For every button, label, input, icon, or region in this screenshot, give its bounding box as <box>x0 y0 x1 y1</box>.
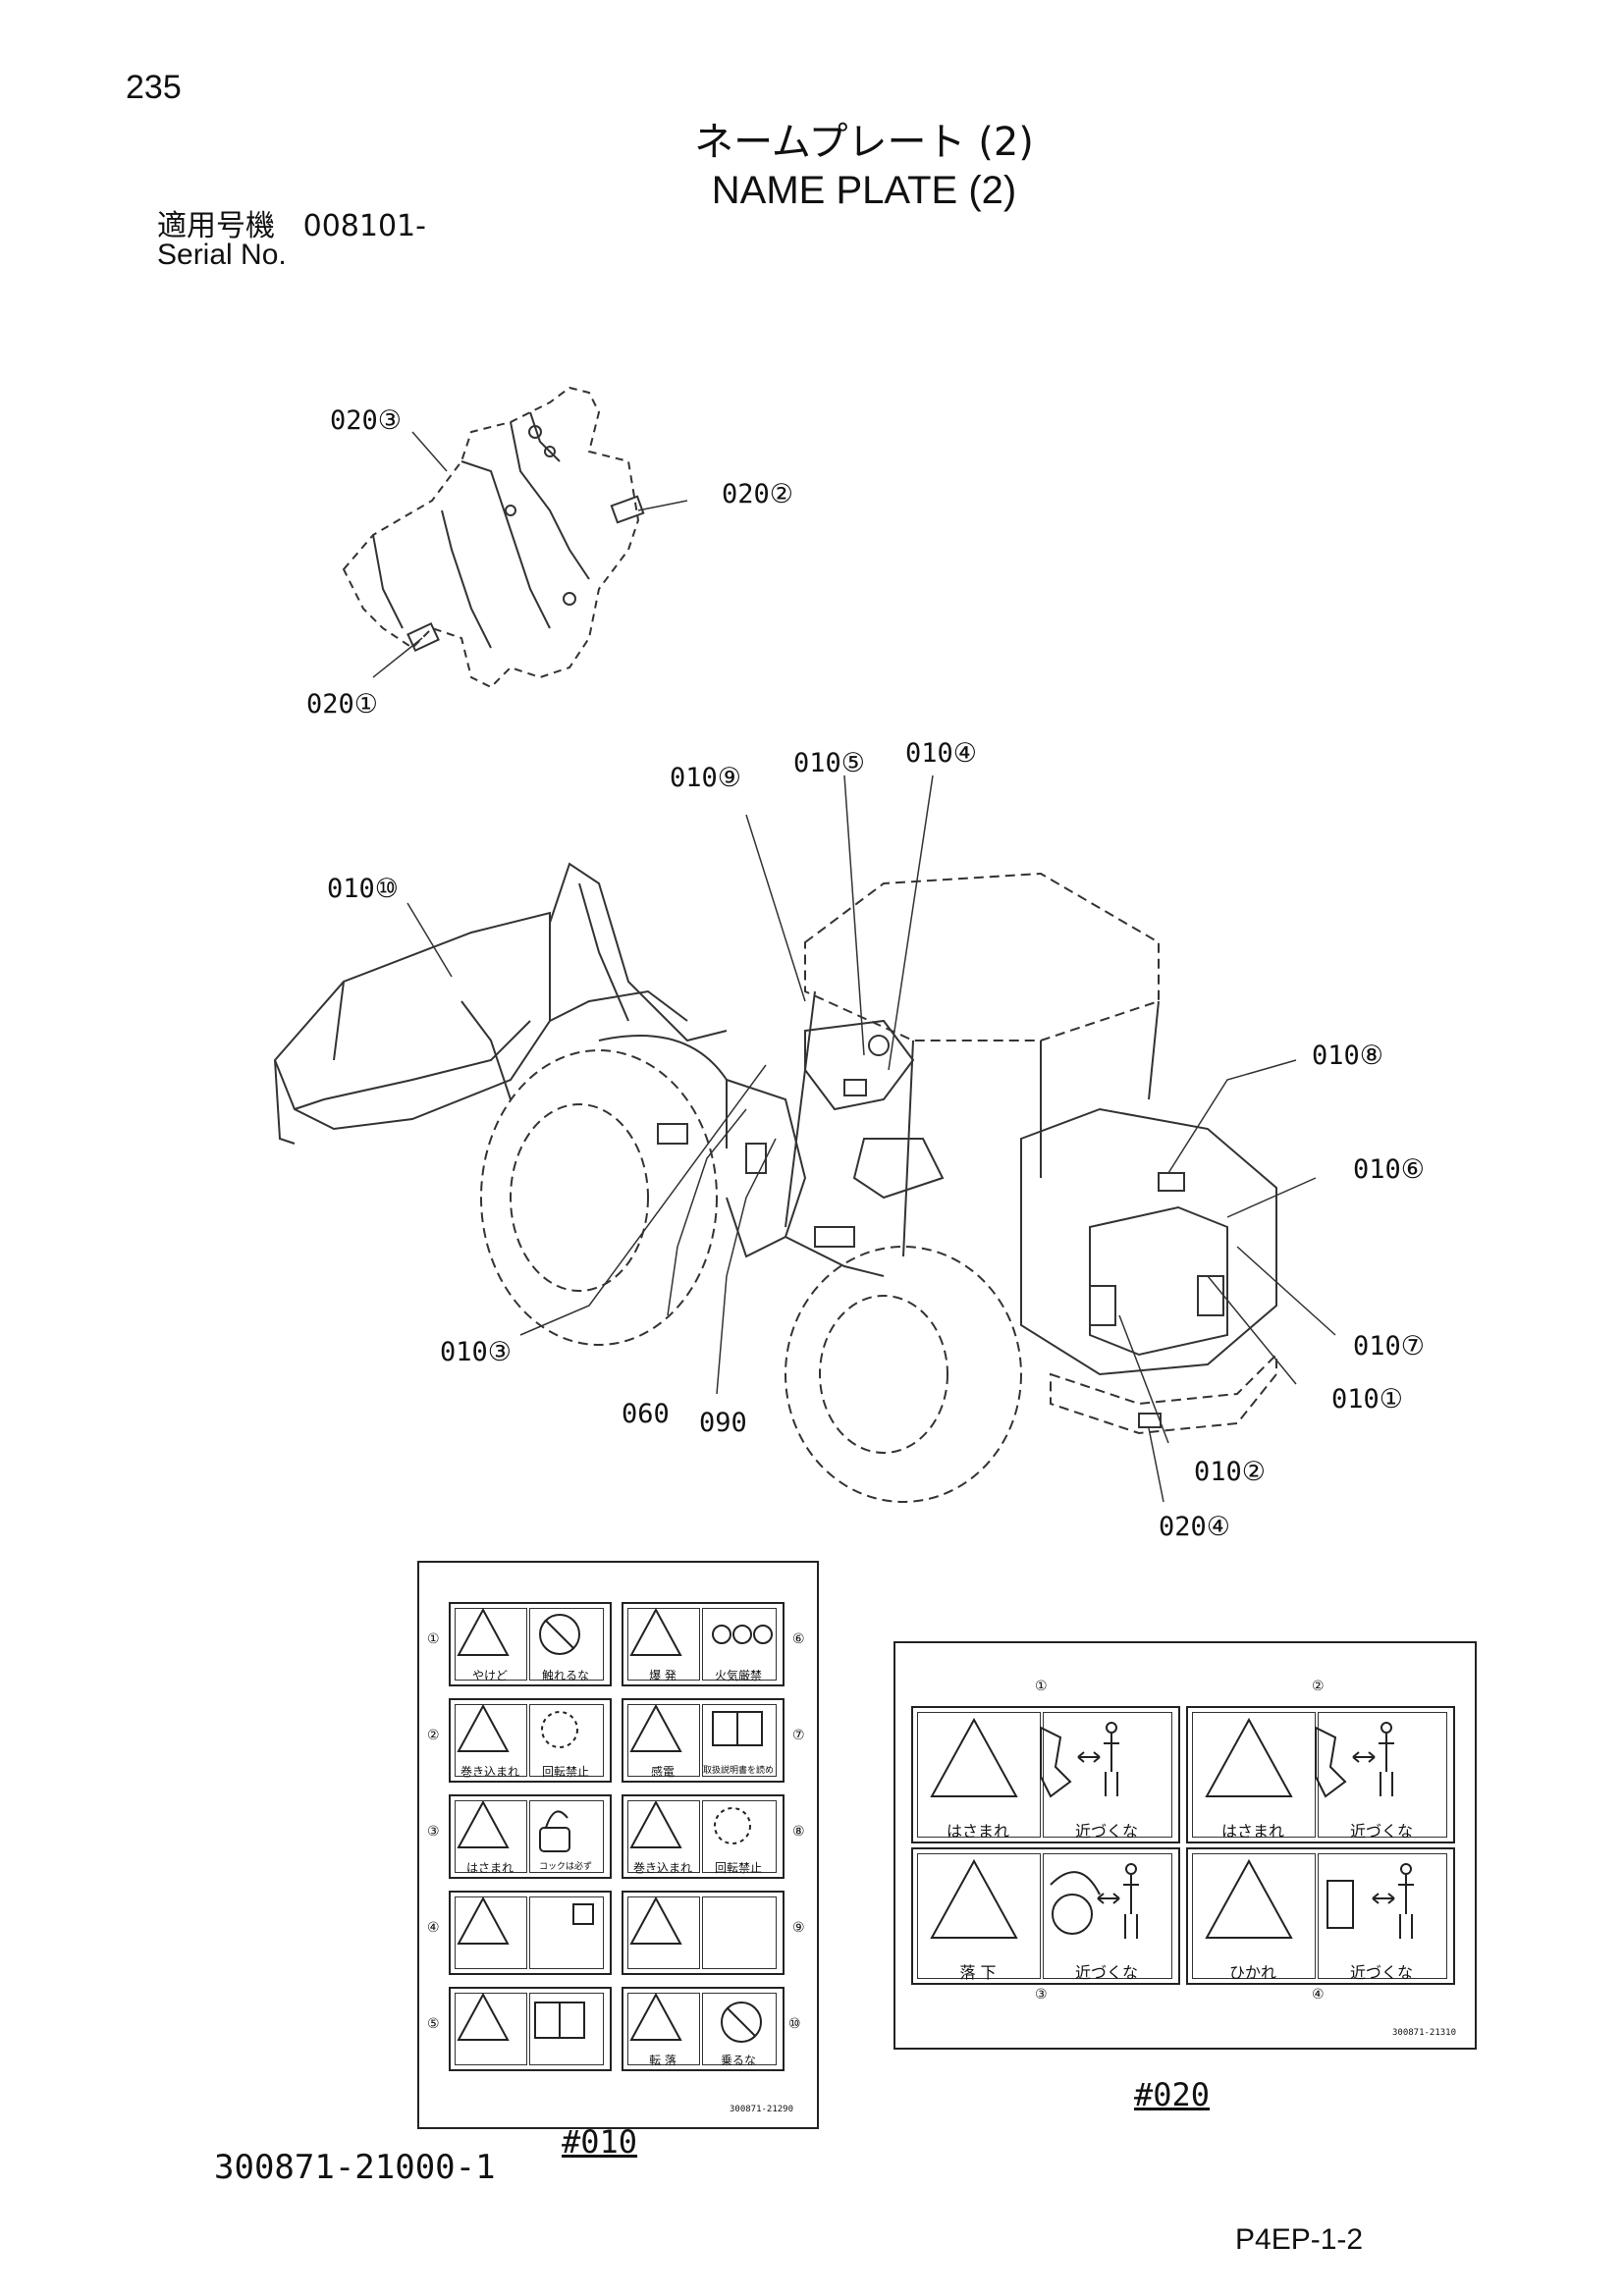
sheet010-num-10: ⑩ <box>788 2016 801 2032</box>
sheet010-num-3: ③ <box>427 1824 440 1840</box>
sheet010-label-10: 転 落 乗るな <box>622 1987 785 2071</box>
sheet010-num-1: ① <box>427 1631 440 1647</box>
sheet010-num-7: ⑦ <box>792 1728 805 1743</box>
machine-joint-icon <box>1040 1726 1354 1935</box>
sheet010-tag: #010 <box>562 2123 638 2161</box>
callout-010-5: 010⑤ <box>793 748 865 778</box>
callout-020-4: 020④ <box>1159 1512 1230 1542</box>
sheet010-label-2-caption-b: 回転禁止 <box>541 1765 589 1779</box>
callout-090: 090 <box>699 1408 747 1438</box>
sheet010-num-5: ⑤ <box>427 2016 440 2032</box>
callout-010-9: 010⑨ <box>670 763 741 793</box>
sheet020-num-4: ④ <box>1312 1987 1325 2002</box>
sheet010-label-6-caption-a: 爆 発 <box>649 1669 677 1682</box>
sheet020-code: 300871-21310 <box>1392 2028 1457 2038</box>
sheet010-num-4: ④ <box>427 1920 440 1936</box>
callout-010-2: 010② <box>1194 1457 1266 1487</box>
sheet010-label-1-caption-b: 触れるな <box>541 1669 589 1682</box>
wheel-loader-drawing <box>273 774 1336 1503</box>
sheet010-num-9: ⑨ <box>792 1920 805 1936</box>
sheet010-label-10-caption-a: 転 落 <box>649 2054 677 2067</box>
page-code: P4EP-1-2 <box>1235 2223 1364 2256</box>
sheet020-label-2-caption-a: はさまれ <box>1220 1822 1284 1841</box>
sheet020-label-4-caption-b: 近づくな <box>1349 1963 1413 1982</box>
sheet020-label-3-caption-b: 近づくな <box>1074 1963 1138 1982</box>
sheet020-num-3: ③ <box>1035 1987 1048 2002</box>
sheet010-label-3: はさまれ コックは必ず <box>449 1794 612 1879</box>
sheet020-label-1-caption-a: はさまれ <box>946 1822 1009 1841</box>
double-arrow-icon <box>1077 1751 1395 1904</box>
sheet020-label-1: はさまれ 近づくな <box>911 1706 1180 1843</box>
callout-010-1: 010① <box>1331 1384 1403 1415</box>
callout-020-1: 020① <box>306 689 378 720</box>
sheet020-label-3: 落 下 近づくな <box>911 1847 1180 1985</box>
label-sheet-020: ① ② はさまれ 近づくな はさまれ 近づくな 落 下 近づくな ひかれ 近づく… <box>893 1641 1477 2050</box>
serial-value: 008101- <box>302 209 426 243</box>
sheet010-code: 300871-21290 <box>730 2105 794 2114</box>
sheet010-label-3-caption-b: コックは必ず <box>538 1862 592 1872</box>
warning-triangle-icon <box>930 1717 1293 1939</box>
page-number: 235 <box>126 69 182 106</box>
sheet010-label-6: 爆 発 火気厳禁 <box>622 1602 785 1686</box>
sheet010-label-2-caption-a: 巻き込まれ <box>460 1765 519 1779</box>
callout-010-6: 010⑥ <box>1353 1154 1425 1185</box>
page-title-en: NAME PLATE (2) <box>711 169 1017 212</box>
sheet020-label-3-caption-a: 落 下 <box>959 1963 997 1982</box>
label-sheet-010: ① やけど 触れるな 爆 発 火気厳禁 ⑥ ② 巻き込まれ 回転禁止 感電 取扱… <box>417 1561 819 2129</box>
serial-label-jp: 適用号機 008101- <box>157 201 426 244</box>
sheet010-label-1-caption-a: やけど <box>471 1669 508 1682</box>
serial-label-jp-text: 適用号機 <box>157 209 275 243</box>
callout-010-10: 010⑩ <box>327 874 399 904</box>
sheet010-label-7-caption-b: 取扱説明書を読め <box>702 1766 774 1776</box>
sheet020-num-2: ② <box>1312 1679 1325 1694</box>
sheet010-label-10-caption-b: 乗るな <box>720 2054 756 2067</box>
callout-010-7: 010⑦ <box>1353 1331 1425 1362</box>
warning-triangle-icon <box>457 1607 682 2041</box>
sheet020-label-1-caption-b: 近づくな <box>1074 1822 1138 1841</box>
callout-060: 060 <box>622 1399 670 1429</box>
sheet020-label-4-caption-a: ひかれ <box>1228 1963 1276 1982</box>
callout-010-3: 010③ <box>440 1337 512 1367</box>
callout-020-2: 020② <box>722 479 793 509</box>
sheet010-label-3-caption-a: はさまれ <box>465 1861 514 1875</box>
sheet010-num-6: ⑥ <box>792 1631 805 1647</box>
sheet020-label-2-caption-b: 近づくな <box>1349 1822 1413 1841</box>
callout-010-8: 010⑧ <box>1312 1041 1383 1071</box>
sheet010-label-7-caption-a: 感電 <box>650 1765 675 1779</box>
sheet010-label-6-caption-b: 火気厳禁 <box>714 1669 762 1682</box>
sheet010-label-9 <box>622 1891 785 1975</box>
sheet010-label-8-caption-a: 巻き込まれ <box>632 1861 692 1875</box>
sheet010-label-8: 巻き込まれ 回転禁止 <box>622 1794 785 1879</box>
sheet010-label-2: 巻き込まれ 回転禁止 <box>449 1698 612 1783</box>
sheet010-label-8-caption-b: 回転禁止 <box>714 1861 762 1875</box>
front-frame-drawing <box>342 386 688 689</box>
serial-label-en: Serial No. <box>157 239 287 271</box>
drawing-number: 300871-21000-1 <box>214 2148 496 2187</box>
person-icon <box>1104 1722 1414 1939</box>
sheet020-tag: #020 <box>1134 2076 1211 2113</box>
sheet010-num-2: ② <box>427 1728 440 1743</box>
sheet020-num-1: ① <box>1035 1679 1048 1694</box>
callout-020-3: 020③ <box>330 405 402 436</box>
callout-010-4: 010④ <box>905 738 977 769</box>
sheet010-num-8: ⑧ <box>792 1824 805 1840</box>
sheet010-label-7: 感電 取扱説明書を読め <box>622 1698 785 1783</box>
sheet020-label-2: はさまれ 近づくな <box>1186 1706 1455 1843</box>
prohibition-icon <box>534 1614 773 2043</box>
sheet010-label-1: やけど 触れるな <box>449 1602 612 1686</box>
page-title-jp: ネームプレート (2) <box>694 120 1034 165</box>
